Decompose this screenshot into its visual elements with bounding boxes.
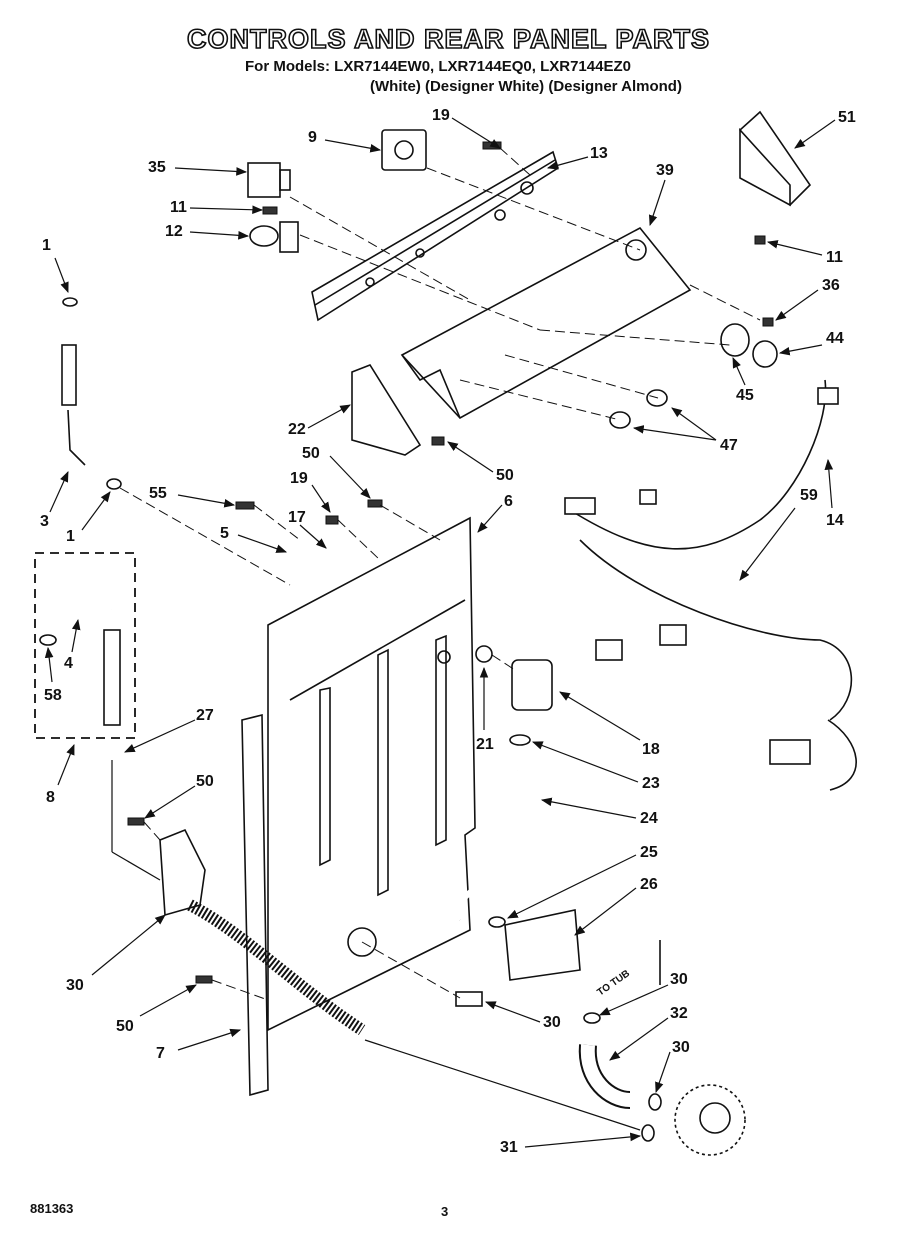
callout-1-top: 1 (42, 237, 51, 254)
drain-hose (187, 899, 366, 1036)
timer (381, 129, 427, 171)
callout-39: 39 (656, 162, 674, 179)
hose-clip (455, 991, 483, 1007)
callout-14: 14 (826, 512, 844, 529)
control-panel-rail (311, 150, 559, 322)
callout-47: 47 (720, 437, 738, 454)
document-number: 881363 (30, 1201, 74, 1216)
page-number: 3 (441, 1204, 449, 1219)
callout-27: 27 (196, 707, 214, 724)
callout-18: 18 (642, 741, 660, 758)
side-frame (241, 713, 269, 1097)
hose-kit-box (34, 552, 136, 739)
callout-25: 30 (543, 1014, 561, 1031)
callout-12: 12 (165, 223, 183, 240)
callout-13: 13 (590, 145, 608, 162)
callout-26: 30 (66, 977, 84, 994)
console-bracket (738, 110, 812, 207)
callout-15: 17 (288, 509, 306, 526)
callout-31: 31 (500, 1139, 518, 1156)
model-variants: (White) (Designer White) (Designer Almon… (370, 78, 682, 95)
to-tub-label: TO TUB (595, 968, 632, 998)
page-title: CONTROLS AND REAR PANEL PARTS (186, 23, 710, 55)
callout-5: 5 (220, 525, 229, 542)
callout-8: 8 (46, 789, 55, 806)
assembly-lines (111, 147, 761, 1131)
drain-bracket (159, 828, 206, 917)
callout-6: 6 (504, 493, 513, 510)
callout-16: 22 (288, 421, 306, 438)
water-valve (475, 645, 553, 746)
callout-22: 24 (640, 810, 658, 827)
callout-11-left: 11 (170, 199, 187, 216)
callout-32: 32 (670, 1005, 688, 1022)
callout-4: 4 (64, 655, 73, 672)
callout-7: 7 (156, 1045, 165, 1062)
inlet-hose (39, 569, 121, 726)
screws (127, 141, 774, 984)
callout-17: 21 (476, 736, 494, 753)
callout-19-top: 19 (432, 107, 450, 124)
pump-drain (578, 940, 746, 1156)
callout-30-bottom: 30 (672, 1039, 690, 1056)
callout-35: 35 (148, 159, 166, 176)
callout-44: 44 (826, 330, 844, 347)
callout-51: 51 (838, 109, 856, 126)
callout-49: 50 (496, 467, 514, 484)
callout-50-mid: 50 (196, 773, 214, 790)
model-list: For Models: LXR7144EW0, LXR7144EQ0, LXR7… (245, 58, 631, 75)
callout-24: 26 (640, 876, 658, 893)
callout-50-top: 50 (302, 445, 320, 462)
wire-harness (564, 379, 857, 791)
callout-11-right: 11 (826, 249, 843, 266)
switch (247, 162, 291, 198)
callout-23: 25 (640, 844, 658, 861)
control-console (400, 226, 692, 420)
fill-hose (61, 297, 122, 490)
knobs (609, 323, 778, 429)
callout-45: 45 (736, 387, 754, 404)
callout-9: 9 (308, 129, 317, 146)
rear-panel (267, 516, 476, 1032)
callout-labels: 19 9 13 35 11 12 39 51 11 36 44 45 47 1 … (40, 107, 856, 1156)
callout-30-top: 30 (670, 971, 688, 988)
pressure-switch (249, 221, 299, 253)
callout-50-bottom: 50 (116, 1018, 134, 1035)
callout-3: 3 (40, 513, 49, 530)
callout-55: 55 (149, 485, 167, 502)
callout-19-mid: 19 (290, 470, 308, 487)
siphon-break-bracket (504, 909, 581, 981)
callout-36: 36 (822, 277, 840, 294)
callout-59: 59 (800, 487, 818, 504)
end-cap (351, 364, 422, 456)
callout-1-left: 1 (66, 528, 75, 545)
callout-58: 58 (44, 687, 62, 704)
callout-21: 23 (642, 775, 660, 792)
